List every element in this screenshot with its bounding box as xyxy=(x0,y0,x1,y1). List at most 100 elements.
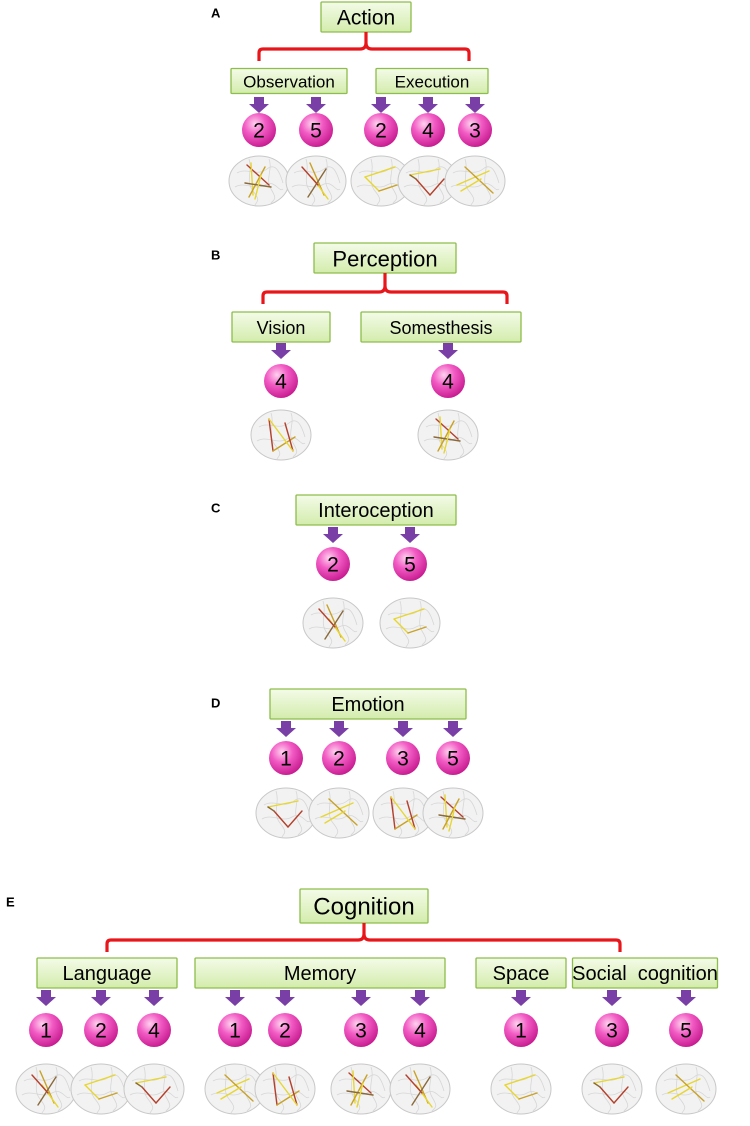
down-arrow-icon xyxy=(271,343,291,359)
category-box-memory-label: Memory xyxy=(284,963,356,985)
root-box-cognition-label: Cognition xyxy=(313,894,414,921)
category-box-vision: Vision xyxy=(231,311,331,343)
brain-connectivity-icon xyxy=(204,1063,266,1115)
network-node: 4 xyxy=(411,113,445,147)
down-arrow-icon xyxy=(276,721,296,737)
network-number: 4 xyxy=(422,120,434,143)
down-arrow-icon xyxy=(602,990,622,1006)
brain-connectivity-icon xyxy=(254,1063,316,1115)
brain-connectivity-icon xyxy=(330,1063,392,1115)
brain-connectivity-icon xyxy=(655,1063,717,1115)
brain-connectivity-icon xyxy=(372,787,434,839)
category-box-memory: Memory xyxy=(194,957,446,989)
brain-connectivity-icon xyxy=(581,1063,643,1115)
category-box-vision-label: Vision xyxy=(257,318,306,338)
network-number: 4 xyxy=(442,371,454,394)
network-node: 4 xyxy=(403,1013,437,1047)
network-node: 1 xyxy=(269,741,303,775)
network-node: 3 xyxy=(458,113,492,147)
brain-connectivity-icon xyxy=(70,1063,132,1115)
root-box-emotion-label: Emotion xyxy=(331,694,404,716)
panel-label: D xyxy=(211,696,220,711)
brain-connectivity-icon xyxy=(308,787,370,839)
network-node: 5 xyxy=(436,741,470,775)
down-arrow-icon xyxy=(351,990,371,1006)
network-number: 1 xyxy=(40,1020,52,1043)
network-number: 5 xyxy=(680,1020,692,1043)
brain-connectivity-icon xyxy=(350,155,412,207)
network-node: 5 xyxy=(669,1013,703,1047)
category-box-social-cognition: Social cognition xyxy=(571,957,719,989)
brain-connectivity-icon xyxy=(285,155,347,207)
brain-connectivity-icon xyxy=(422,787,484,839)
down-arrow-icon xyxy=(371,97,391,113)
network-number: 2 xyxy=(253,120,265,143)
down-arrow-icon xyxy=(410,990,430,1006)
panel-label: A xyxy=(211,6,221,21)
root-box-cognition: Cognition xyxy=(299,888,429,924)
category-box-language-label: Language xyxy=(63,963,152,985)
brain-connectivity-icon xyxy=(302,597,364,649)
network-number: 4 xyxy=(275,371,287,394)
network-node: 4 xyxy=(431,364,465,398)
root-box-perception: Perception xyxy=(313,242,457,274)
network-node: 1 xyxy=(504,1013,538,1047)
network-number: 2 xyxy=(375,120,387,143)
category-box-space: Space xyxy=(475,957,567,989)
network-number: 5 xyxy=(404,554,416,577)
down-arrow-icon xyxy=(329,721,349,737)
network-number: 3 xyxy=(355,1020,367,1043)
network-node: 1 xyxy=(218,1013,252,1047)
down-arrow-icon xyxy=(511,990,531,1006)
down-arrow-icon xyxy=(323,527,343,543)
brain-connectivity-icon xyxy=(490,1063,552,1115)
network-number: 2 xyxy=(95,1020,107,1043)
network-number: 4 xyxy=(414,1020,426,1043)
brain-connectivity-icon xyxy=(228,155,290,207)
network-node: 3 xyxy=(386,741,420,775)
root-box-interoception: Interoception xyxy=(295,494,457,526)
brain-connectivity-icon xyxy=(255,787,317,839)
category-box-execution-label: Execution xyxy=(395,73,470,92)
network-node: 5 xyxy=(393,547,427,581)
category-box-somesthesis-label: Somesthesis xyxy=(389,318,492,338)
root-box-perception-label: Perception xyxy=(332,247,437,272)
down-arrow-icon xyxy=(144,990,164,1006)
network-node: 2 xyxy=(364,113,398,147)
network-node: 2 xyxy=(242,113,276,147)
network-number: 1 xyxy=(280,748,292,771)
brain-connectivity-icon xyxy=(15,1063,77,1115)
down-arrow-icon xyxy=(443,721,463,737)
network-number: 5 xyxy=(447,748,459,771)
root-box-interoception-label: Interoception xyxy=(318,500,434,522)
category-box-somesthesis: Somesthesis xyxy=(360,311,522,343)
network-node: 2 xyxy=(322,741,356,775)
down-arrow-icon xyxy=(306,97,326,113)
down-arrow-icon xyxy=(393,721,413,737)
panel-label: B xyxy=(211,248,220,263)
category-box-observation: Observation xyxy=(230,67,348,95)
network-node: 3 xyxy=(344,1013,378,1047)
network-node: 1 xyxy=(29,1013,63,1047)
down-arrow-icon xyxy=(465,97,485,113)
down-arrow-icon xyxy=(36,990,56,1006)
network-number: 4 xyxy=(148,1020,160,1043)
network-number: 1 xyxy=(229,1020,241,1043)
network-node: 2 xyxy=(84,1013,118,1047)
down-arrow-icon xyxy=(438,343,458,359)
category-box-space-label: Space xyxy=(493,963,550,985)
hierarchy-bracket xyxy=(257,32,471,61)
category-box-language: Language xyxy=(36,957,178,989)
root-box-emotion: Emotion xyxy=(269,688,467,720)
category-box-execution: Execution xyxy=(375,67,489,95)
down-arrow-icon xyxy=(676,990,696,1006)
brain-connectivity-icon xyxy=(417,409,479,461)
network-node: 5 xyxy=(299,113,333,147)
category-box-observation-label: Observation xyxy=(243,73,335,92)
network-number: 3 xyxy=(469,120,481,143)
root-box-action-label: Action xyxy=(337,7,395,30)
brain-connectivity-icon xyxy=(379,597,441,649)
hierarchy-bracket xyxy=(105,923,622,952)
brain-connectivity-icon xyxy=(397,155,459,207)
